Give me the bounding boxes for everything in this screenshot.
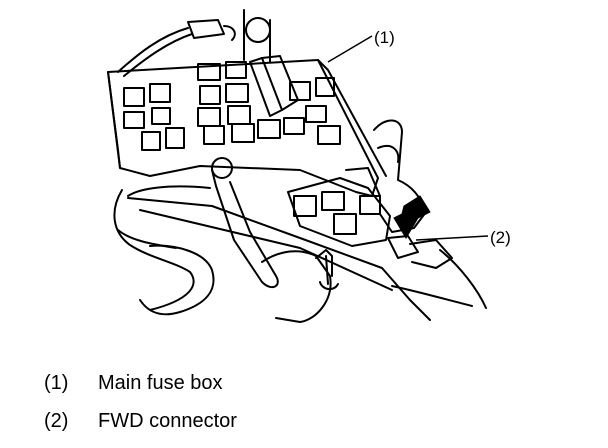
leader-line-1 xyxy=(327,35,373,63)
housing-left-lobe xyxy=(139,244,215,316)
stud-bracket xyxy=(261,250,332,323)
main-fuse-box-body xyxy=(107,59,379,197)
top-bolt xyxy=(245,17,271,43)
fwd-connector xyxy=(387,235,419,259)
legend-item-main-fuse-box: (1) Main fuse box xyxy=(44,372,223,395)
legend-number: (2) xyxy=(44,410,69,432)
legend-text: Main fuse box xyxy=(98,372,223,394)
legend-item-fwd-connector: (2) FWD connector xyxy=(44,410,237,433)
legend-text: FWD connector xyxy=(98,410,237,432)
leader-line-2 xyxy=(415,235,489,241)
arrow-indicator xyxy=(393,195,431,239)
ground-bolt xyxy=(211,157,233,179)
callout-2-label: (2) xyxy=(490,228,511,247)
housing-outline xyxy=(113,189,195,311)
connector-cluster xyxy=(287,177,391,247)
fuse-grid xyxy=(123,55,341,151)
callout-1-label: (1) xyxy=(374,28,395,47)
top-cable xyxy=(117,27,189,73)
legend-number: (1) xyxy=(44,372,69,394)
